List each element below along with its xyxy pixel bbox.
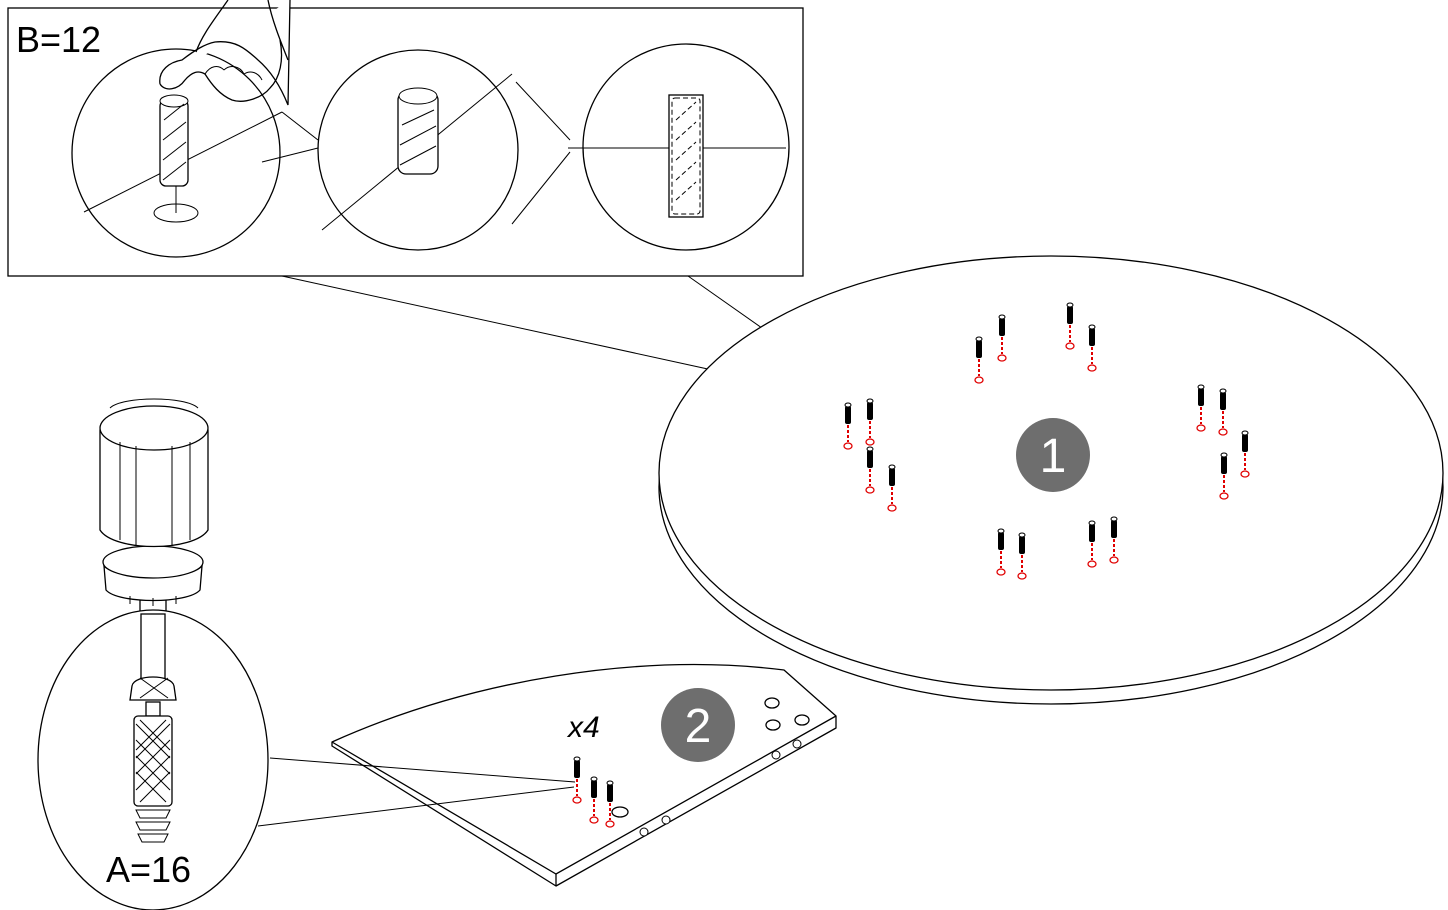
dowel-icon <box>887 464 897 512</box>
dowel-group <box>843 302 1250 580</box>
dowel-icon <box>1087 324 1097 372</box>
hand-icon <box>159 0 291 106</box>
dowel-icon <box>996 528 1006 576</box>
detail-circle-inserted <box>317 49 519 251</box>
dowel-icon <box>865 398 875 446</box>
tabletop: 1 <box>658 255 1444 705</box>
detail-circle-insert <box>71 0 291 258</box>
dowel-icon <box>1240 430 1250 478</box>
dowel-icon <box>843 402 853 450</box>
callout-lines <box>257 757 576 827</box>
dowel-icon <box>159 94 189 187</box>
dowel-icon <box>397 87 439 175</box>
dowel-icon <box>1218 388 1228 436</box>
cam-bolt-icon <box>129 676 177 843</box>
dowel-icon <box>1109 516 1119 564</box>
base-panel: x4 2 <box>331 664 837 887</box>
detail-circle-section <box>568 43 790 251</box>
screwdriver-bit-tool-icon <box>99 398 209 681</box>
dowel-icon <box>1196 384 1206 432</box>
dowel-icon <box>1087 520 1097 568</box>
dowel-icon <box>671 97 701 215</box>
cam-bolt-detail: A=16 <box>37 609 269 910</box>
step-1-number: 1 <box>1040 430 1067 483</box>
dowel-icon <box>974 336 984 384</box>
dowel-icon <box>605 780 615 828</box>
dowel-icon <box>1017 532 1027 580</box>
dowel-icon <box>572 756 582 804</box>
dowel-icon <box>1065 302 1075 350</box>
dowel-icon <box>1219 452 1229 500</box>
step-1-badge: 1 <box>1016 418 1090 492</box>
part-a-label: A=16 <box>106 849 191 890</box>
dowel-icon <box>997 314 1007 362</box>
step-2-number: 2 <box>685 700 712 753</box>
dowel-group <box>572 756 615 828</box>
part-b-label: B=12 <box>16 19 101 60</box>
dowel-icon <box>865 446 875 494</box>
step-2-badge: 2 <box>661 688 735 762</box>
detail-inset: B=12 <box>7 0 804 277</box>
quantity-label: x4 <box>566 711 600 744</box>
dowel-icon <box>589 776 599 824</box>
